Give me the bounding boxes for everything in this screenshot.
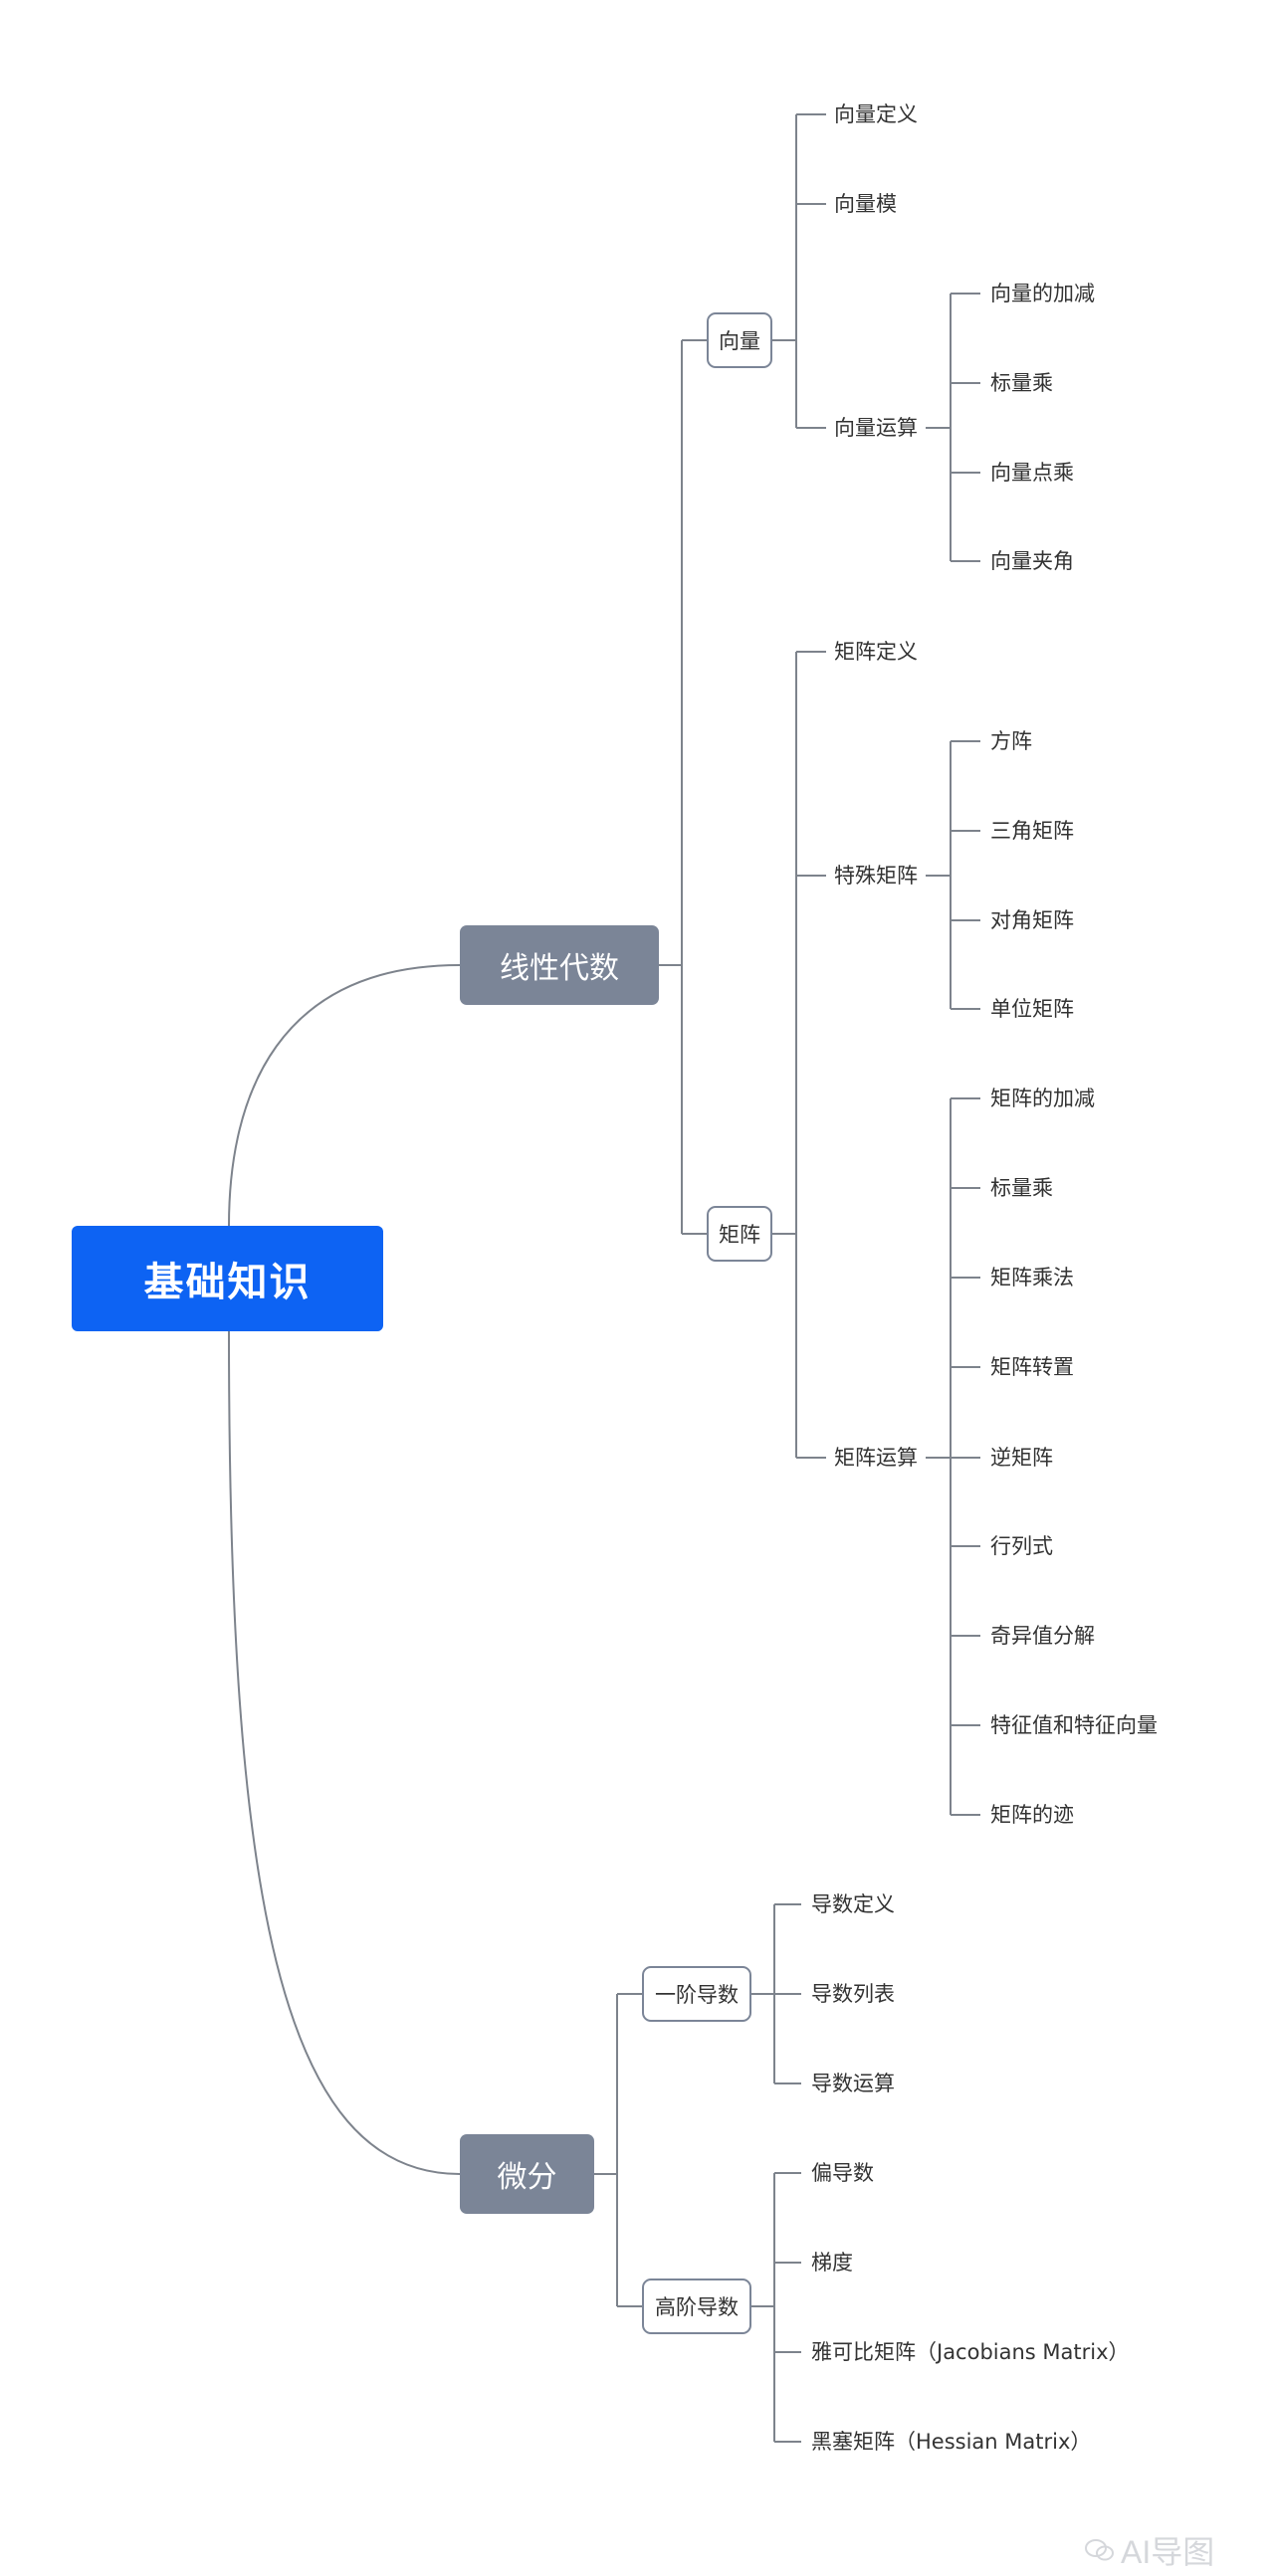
leaf-matrix-ops-item[interactable]: 奇异值分解 [990, 1624, 1095, 1648]
leaf-matrix-ops-item[interactable]: 矩阵乘法 [990, 1266, 1074, 1289]
leaf-matrix-ops-item[interactable]: 矩阵的加减 [990, 1087, 1095, 1110]
link-vector-bracket [772, 113, 826, 429]
branch-calculus[interactable]: 微分 [460, 2134, 594, 2214]
link-first-order-bracket [751, 1903, 801, 2084]
leaf-special-matrix[interactable]: 特殊矩阵 [834, 864, 918, 888]
leaf-vector-norm[interactable]: 向量模 [834, 192, 897, 216]
leaf-vector-ops[interactable]: 向量运算 [834, 416, 918, 440]
leaf-special-matrix-item[interactable]: 方阵 [990, 729, 1032, 753]
leaf-special-matrix-item[interactable]: 三角矩阵 [990, 819, 1074, 843]
node-vector[interactable]: 向量 [707, 312, 772, 368]
leaf-matrix-ops-item[interactable]: 标量乘 [990, 1176, 1053, 1200]
link-linear-algebra-bracket [659, 339, 707, 1235]
link-matrix-ops-bracket [926, 1097, 980, 1816]
node-first-order-derivative[interactable]: 一阶导数 [642, 1966, 751, 2022]
root-node[interactable]: 基础知识 [72, 1226, 383, 1331]
leaf-higher-order-item[interactable]: 梯度 [811, 2251, 853, 2275]
leaf-first-order-item[interactable]: 导数定义 [811, 1892, 895, 1916]
branch-linear-algebra[interactable]: 线性代数 [460, 925, 659, 1005]
leaf-special-matrix-item[interactable]: 对角矩阵 [990, 908, 1074, 932]
leaf-matrix-definition[interactable]: 矩阵定义 [834, 640, 918, 664]
leaf-first-order-item[interactable]: 导数列表 [811, 1982, 895, 2006]
leaf-vector-ops-item[interactable]: 标量乘 [990, 371, 1053, 395]
leaf-special-matrix-item[interactable]: 单位矩阵 [990, 997, 1074, 1021]
link-higher-order-bracket [751, 2172, 801, 2443]
link-vector-ops-bracket [926, 293, 980, 562]
link-root-calculus [228, 1330, 461, 2175]
wechat-logo-icon [1085, 2539, 1114, 2561]
leaf-higher-order-item[interactable]: 偏导数 [811, 2161, 874, 2185]
leaf-vector-ops-item[interactable]: 向量点乘 [990, 461, 1074, 485]
node-higher-order-derivative[interactable]: 高阶导数 [642, 2279, 751, 2334]
leaf-vector-ops-item[interactable]: 向量夹角 [990, 549, 1074, 573]
leaf-matrix-ops-item[interactable]: 矩阵转置 [990, 1355, 1074, 1379]
leaf-matrix-ops-item[interactable]: 行列式 [990, 1534, 1053, 1558]
leaf-matrix-ops[interactable]: 矩阵运算 [834, 1446, 918, 1470]
leaf-matrix-ops-item[interactable]: 矩阵的迹 [990, 1803, 1074, 1827]
link-root-linear-algebra [228, 964, 461, 1227]
link-matrix-bracket [772, 651, 826, 1459]
watermark: AI导图 [1085, 2527, 1214, 2573]
leaf-matrix-ops-item[interactable]: 逆矩阵 [990, 1446, 1053, 1470]
node-matrix[interactable]: 矩阵 [707, 1206, 772, 1262]
link-special-bracket [926, 740, 980, 1010]
leaf-first-order-item[interactable]: 导数运算 [811, 2072, 895, 2095]
leaf-matrix-ops-item[interactable]: 特征值和特征向量 [990, 1713, 1158, 1737]
link-calculus-bracket [594, 1993, 642, 2307]
leaf-higher-order-item[interactable]: 雅可比矩阵（Jacobians Matrix） [811, 2340, 1130, 2364]
leaf-vector-definition[interactable]: 向量定义 [834, 102, 918, 126]
leaf-higher-order-item[interactable]: 黑塞矩阵（Hessian Matrix） [811, 2430, 1092, 2454]
watermark-text: AI导图 [1121, 2534, 1215, 2570]
leaf-vector-ops-item[interactable]: 向量的加减 [990, 282, 1095, 305]
